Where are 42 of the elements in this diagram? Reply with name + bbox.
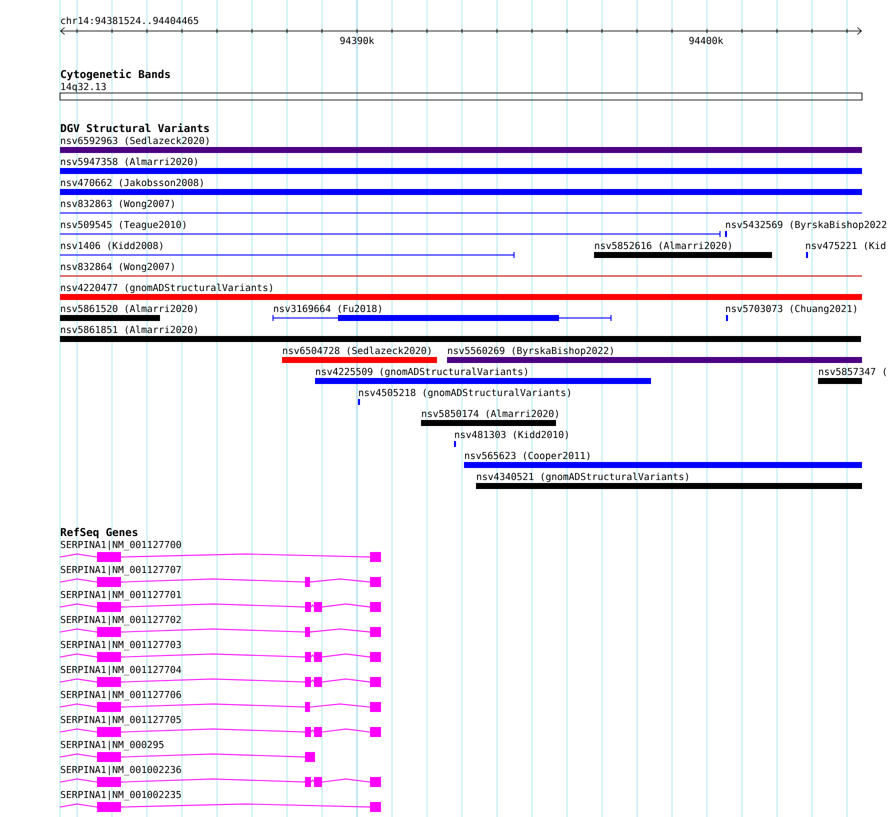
variant-label: nsv6504728 (Sedlazeck2020)	[283, 346, 430, 356]
gene-label: SERPINA1|NM_000295	[60, 740, 164, 750]
gene-label: SERPINA1|NM_001127706	[60, 690, 181, 700]
variant-label: nsv4225509 (gnomADStructuralVariants)	[316, 368, 528, 378]
variant-label: nsv5947358 (Almarri2020)	[61, 158, 197, 166]
track-title: Cytogenetic Bands	[61, 69, 170, 80]
gene-label: SERPINA1|NM_001127700	[60, 540, 181, 550]
gene-label: SERPINA1|NM_001127704	[60, 666, 182, 676]
variant-label: nsv3169664 (Fu2018)	[274, 304, 381, 314]
variant-label: nsv470662 (Jakobsson2008)	[61, 178, 203, 188]
variant-label: nsv5861520 (Almarri2020)	[61, 304, 197, 314]
variant-label: nsv4340521 (gnomADStructuralVariants)	[477, 472, 688, 482]
gene-label: SERPINA1|NM_001127701	[60, 590, 181, 600]
variant-label: nsv475221 (Kid	[806, 242, 886, 250]
scale-label: 94400k	[689, 36, 724, 44]
variant-label: nsv5850174 (Almarri2020)	[422, 410, 558, 418]
track-title: DGV Structural Variants	[60, 123, 209, 132]
scale-label: 94390k	[340, 36, 374, 44]
variant-label: nsv481303 (Kidd2010)	[455, 430, 568, 440]
variant-label: nsv6592963 (Sedlazeck2020)	[61, 136, 208, 146]
variant-label: nsv1406 (Kidd2008)	[61, 242, 162, 250]
variant-label: nsv4220477 (gnomADStructuralVariants)	[61, 284, 272, 294]
variant-label: nsv832863 (Wong2007)	[61, 200, 174, 210]
track-title: RefSeq Genes	[60, 528, 138, 538]
variant-label: nsv5432569 (ByrskaBishop2022	[726, 220, 886, 230]
variant-label: nsv5560269 (ByrskaBishop2022)	[448, 346, 613, 356]
gene-label: SERPINA1|NM_001127705	[60, 716, 181, 726]
band-label: 14q32.13	[61, 82, 106, 92]
variant-label: nsv4505218 (gnomADStructuralVariants)	[359, 388, 570, 398]
variant-label: nsv5852616 (Almarri2020)	[595, 242, 731, 250]
variant-label: nsv5703073 (Chuang2021)	[726, 304, 856, 314]
gene-label: SERPINA1|NM_001002235	[60, 790, 181, 800]
variant-label: nsv5857347 (	[819, 368, 886, 376]
gene-label: SERPINA1|NM_001127707	[60, 566, 181, 576]
gene-label: SERPINA1|NM_001127702	[60, 616, 181, 626]
variant-label: nsv832864 (Wong2007)	[61, 262, 174, 272]
variant-label: nsv565623 (Cooper2011)	[465, 452, 590, 461]
coordinate-label: chr14:94381524..94404465	[61, 16, 198, 24]
variant-label: nsv5861851 (Almarri2020)	[61, 326, 197, 334]
variant-label: nsv509545 (Teague2010)	[61, 220, 186, 230]
gene-label: SERPINA1|NM_001127703	[60, 640, 181, 650]
gene-label: SERPINA1|NM_001002236	[60, 766, 181, 776]
